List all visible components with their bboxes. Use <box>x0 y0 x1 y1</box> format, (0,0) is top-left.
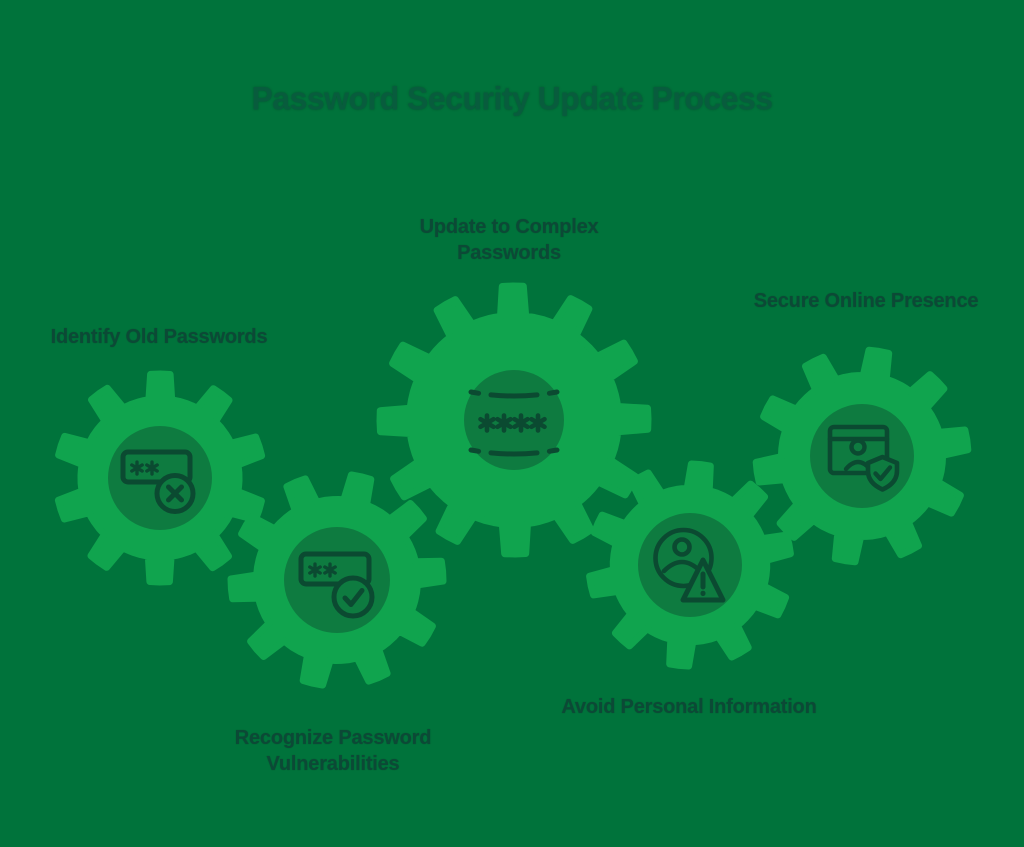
step-label-avoid-personal-information: Avoid Personal Information <box>561 696 817 718</box>
step-label-secure-online-presence: Secure Online Presence <box>753 290 979 312</box>
person-warning-icon <box>653 527 726 603</box>
complex-password-asterisks-icon <box>468 389 560 457</box>
password-field <box>298 551 372 587</box>
gear-avoid-personal-information <box>586 460 794 670</box>
check-icon <box>342 588 365 607</box>
gear-recognize-vulnerabilities <box>227 471 447 689</box>
gear-update-complex-passwords <box>376 282 652 558</box>
dashed-bottom-line <box>468 447 560 457</box>
person-head <box>672 537 692 557</box>
gear-hub <box>810 404 914 508</box>
step-label-recognize-vulnerabilities: Recognize Password Vulnerabilities <box>234 727 432 775</box>
check-icon <box>873 465 893 482</box>
old-password-rejected-icon <box>120 449 196 514</box>
step-label-identify-old-passwords: Identify Old Passwords <box>50 326 268 348</box>
browser-window <box>827 424 890 476</box>
step-label-update-complex-passwords: Update to Complex Passwords <box>419 216 599 264</box>
x-icon <box>166 484 184 503</box>
person-head <box>849 438 867 456</box>
approve-badge <box>331 575 375 619</box>
dashed-top-line <box>468 389 560 399</box>
browser-shield-check-icon <box>827 424 900 492</box>
page-title: Password Security Update Process <box>251 80 773 117</box>
gear-identify-old-passwords <box>54 370 266 586</box>
person-circle <box>653 527 714 589</box>
password-approved-icon <box>298 551 375 619</box>
gear-secure-online-presence <box>752 346 972 566</box>
password-field <box>120 449 193 485</box>
